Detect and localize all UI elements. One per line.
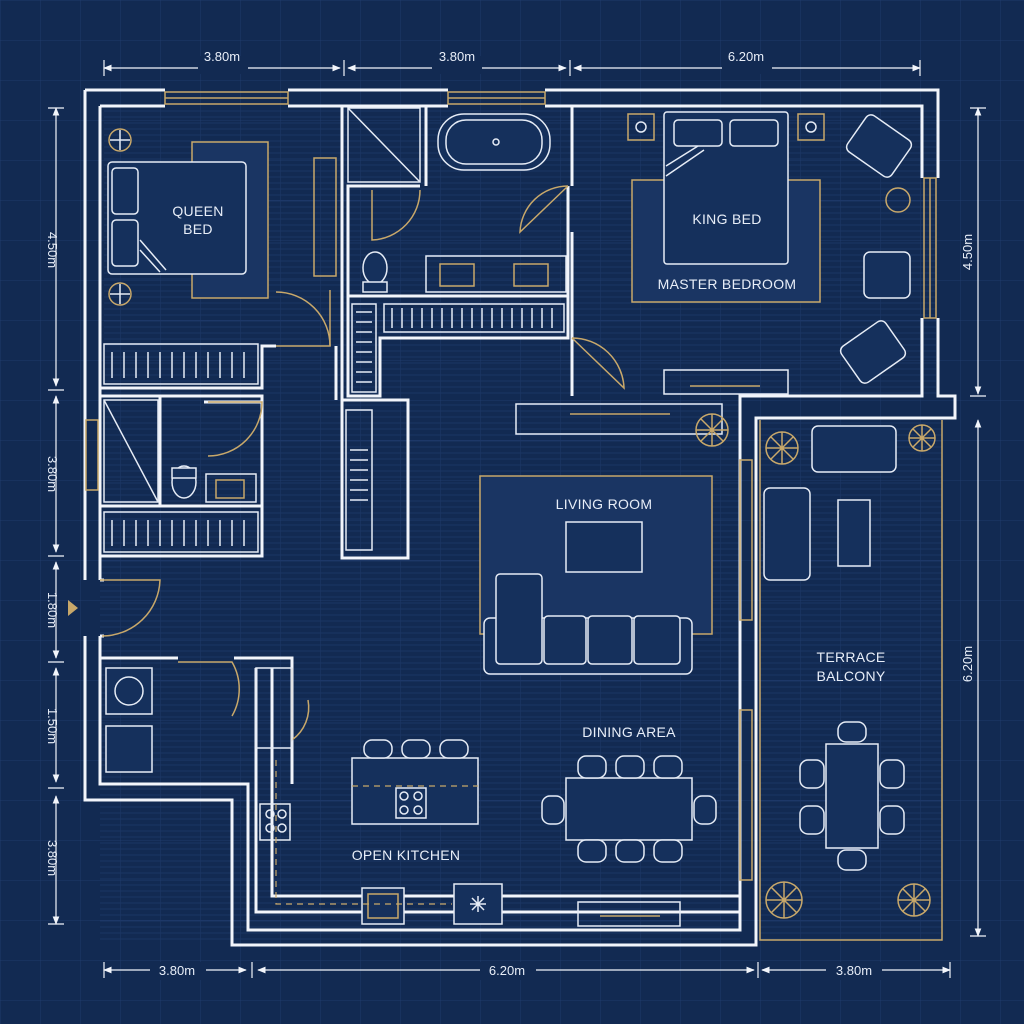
dim-left-1: 4.50m bbox=[45, 232, 60, 268]
laundry bbox=[105, 667, 153, 773]
dim-bottom-3: 3.80m bbox=[836, 963, 872, 978]
room-labels: QUEEN BED KING BED MASTER BEDROOM LIVING… bbox=[172, 203, 886, 863]
living-room bbox=[479, 403, 723, 675]
dim-top-3: 6.20m bbox=[728, 49, 764, 64]
dim-top-2: 3.80m bbox=[439, 49, 475, 64]
label-dining-area: DINING AREA bbox=[582, 724, 676, 740]
open-kitchen bbox=[255, 667, 503, 925]
plant-icon bbox=[908, 424, 936, 452]
label-terrace: TERRACE bbox=[817, 649, 886, 665]
terrace-balcony bbox=[759, 420, 943, 941]
dim-left-5: 3.80m bbox=[45, 840, 60, 876]
dim-top-1: 3.80m bbox=[204, 49, 240, 64]
dim-bottom-1: 3.80m bbox=[159, 963, 195, 978]
plant-icon bbox=[897, 883, 931, 917]
dim-left-3: 1.80m bbox=[45, 592, 60, 628]
label-living-room: LIVING ROOM bbox=[556, 496, 653, 512]
dim-right-2: 6.20m bbox=[960, 646, 975, 682]
master-bedroom bbox=[627, 111, 913, 395]
dimension-lines bbox=[48, 60, 986, 978]
label-king-bed: KING BED bbox=[692, 211, 761, 227]
walk-in-closet bbox=[345, 303, 565, 551]
plant-icon bbox=[765, 431, 799, 465]
exterior-walls bbox=[83, 88, 957, 947]
dim-bottom-2: 6.20m bbox=[489, 963, 525, 978]
dim-left-4: 1.50m bbox=[45, 708, 60, 744]
doors bbox=[68, 185, 625, 742]
label-balcony: BALCONY bbox=[816, 668, 885, 684]
master-bathroom bbox=[347, 107, 567, 293]
label-master-bedroom: MASTER BEDROOM bbox=[658, 276, 797, 292]
dim-left-2: 3.80m bbox=[45, 456, 60, 492]
label-queen-bed-2: BED bbox=[183, 221, 213, 237]
label-open-kitchen: OPEN KITCHEN bbox=[352, 847, 461, 863]
dining-area bbox=[541, 755, 717, 927]
plant-icons bbox=[695, 413, 936, 919]
label-queen-bed-1: QUEEN bbox=[172, 203, 223, 219]
dim-right-1: 4.50m bbox=[960, 234, 975, 270]
dimension-labels: 3.80m 3.80m 6.20m 4.50m 3.80m 1.80m 1.50… bbox=[45, 49, 975, 980]
plant-icon bbox=[765, 881, 803, 919]
guest-bathroom bbox=[103, 399, 259, 553]
windows bbox=[85, 91, 937, 881]
plant-icon bbox=[695, 413, 729, 447]
queen-bedroom bbox=[103, 128, 337, 385]
